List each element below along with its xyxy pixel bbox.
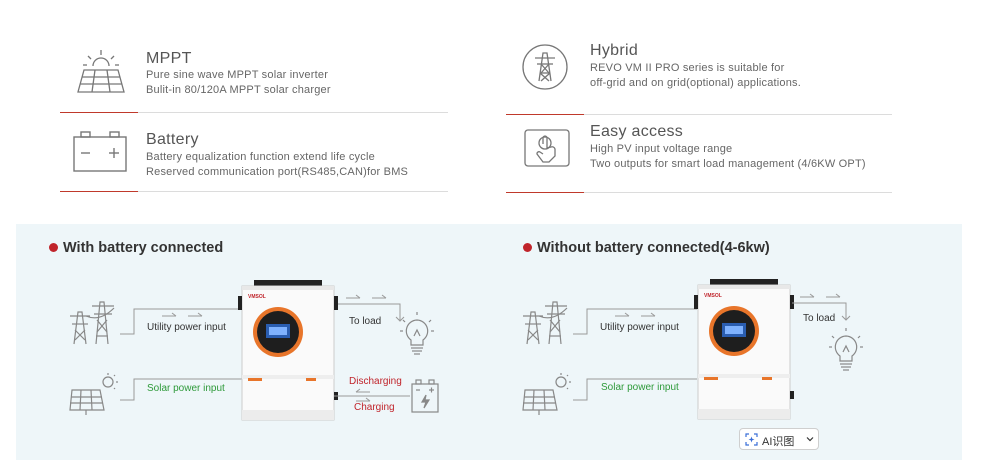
light-bulb-icon [400,312,434,361]
battery-pack-icon [410,378,440,419]
utility-connector [573,307,699,342]
utility-power-label: Utility power input [600,322,679,333]
utility-tower-icon [66,296,122,351]
solar-connector [120,377,244,408]
feature-title-hybrid: Hybrid [590,42,639,59]
load-connector [338,294,408,330]
diagram-panel [16,224,962,460]
feature-title-easy-access: Easy access [590,123,684,140]
solar-panel-icon [74,48,128,101]
feature-line: Two outputs for smart load management (4… [590,158,866,170]
utility-connector [120,307,244,342]
inverter-unit: VMSOL [694,279,794,432]
charging-label: Charging [354,402,395,413]
light-bulb-icon [829,328,863,377]
battery-connector [334,388,414,411]
ai-scan-icon [745,433,758,449]
feature-title-mppt: MPPT [146,50,192,67]
solar-power-label: Solar power input [147,383,225,394]
divider [138,191,448,192]
utility-power-label: Utility power input [147,322,226,333]
divider-accent [60,191,138,192]
feature-line: Bulit-in 80/120A MPPT solar charger [146,84,331,96]
load-connector [792,293,862,329]
solar-power-label: Solar power input [601,382,679,393]
feature-line: off-grid and on grid(optional) applicati… [590,77,802,89]
discharging-label: Discharging [349,376,402,387]
feature-line: REVO VM II PRO series is suitable for [590,62,785,74]
to-load-label: To load [803,313,836,324]
to-load-label: To load [349,316,382,327]
svg-text:VMSOL: VMSOL [704,293,722,299]
ai-image-recognition-button[interactable]: AI识图 [739,428,819,450]
ai-button-label: AI识图 [762,436,795,448]
inverter-unit: VMSOL [238,280,338,433]
divider-accent [60,112,138,113]
divider [584,114,892,115]
feature-line: Reserved communication port(RS485,CAN)fo… [146,166,409,178]
utility-tower-icon [519,296,575,351]
feature-line: Battery equalization function extend lif… [146,151,375,163]
bullet-dot [523,243,532,252]
divider-accent [506,192,584,193]
divider-accent [506,114,584,115]
solar-panel-icon [521,372,575,421]
feature-title-battery: Battery [146,131,199,148]
solar-panel-icon [68,372,122,421]
divider [138,112,448,113]
touch-screen-icon [523,126,571,177]
svg-text:VMSOL: VMSOL [248,294,266,300]
feature-line: Pure sine wave MPPT solar inverter [146,69,329,81]
section-title-with-battery: With battery connected [63,240,224,256]
section-title-without-battery: Without battery connected(4-6kw) [537,240,770,256]
solar-connector [573,377,699,408]
power-tower-icon [521,43,569,96]
divider [584,192,892,193]
feature-line: High PV input voltage range [590,143,733,155]
bullet-dot [49,243,58,252]
battery-icon [72,131,128,178]
chevron-down-icon [806,434,814,446]
